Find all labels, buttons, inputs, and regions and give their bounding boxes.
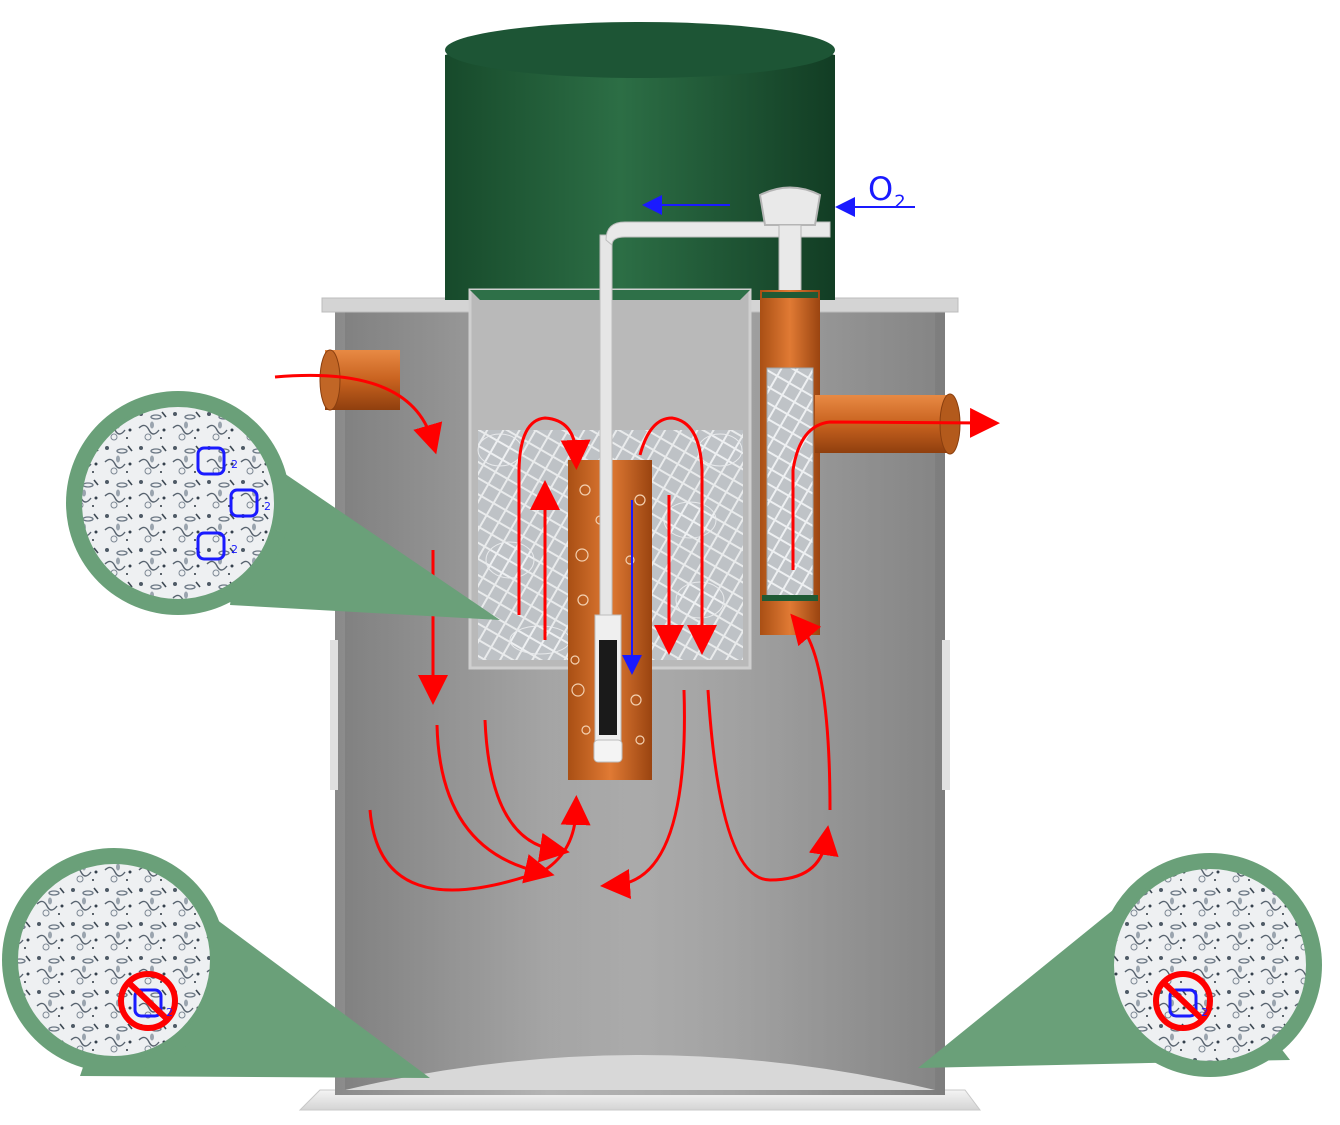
micro-o2-sub: 2	[231, 543, 238, 556]
filter-band-bottom	[762, 595, 818, 601]
flow-arrow-icon	[706, 689, 839, 882]
tank-floor	[345, 1055, 935, 1090]
tank-left-rib	[330, 640, 338, 790]
flow-arrow-icon	[274, 373, 443, 455]
tank-lid-top	[445, 22, 835, 78]
flow-arrow-icon	[517, 416, 591, 615]
flow-arrow-icon	[791, 407, 1000, 570]
micro-o2-sub: 2	[231, 458, 238, 471]
flow-arrows	[274, 373, 1000, 899]
pump-handle	[758, 186, 822, 226]
oxygen-flow	[622, 195, 915, 675]
oxygen-subscript: 2	[894, 191, 907, 213]
filter-band-top	[762, 292, 818, 298]
flow-arrow-icon	[638, 416, 717, 655]
micro-o2-label: 2	[264, 500, 271, 513]
aerobic-callout	[66, 391, 500, 620]
flow-arrow-icon	[600, 689, 686, 899]
air-diffuser	[599, 640, 617, 735]
anaerobic-callout-right	[918, 853, 1322, 1077]
oxygen-symbol: O	[868, 170, 895, 208]
flow-arrow-icon	[435, 724, 555, 884]
oxygen-inlet-label: O2	[868, 170, 907, 212]
outlet-mesh-filter	[766, 367, 814, 599]
flow-arrow-icon	[790, 613, 832, 811]
handle-shaft	[778, 224, 802, 296]
micro-o2-label: 2	[166, 1006, 173, 1019]
no-oxygen-icon	[1153, 971, 1213, 1031]
o2-square-icon	[229, 488, 259, 518]
o2-square-icon	[196, 446, 226, 476]
flow-arrow-icon	[483, 719, 570, 863]
anaerobic-callout-left	[2, 848, 430, 1078]
air-supply-pipe	[605, 221, 831, 247]
micro-o2-sub: 2	[1201, 1006, 1208, 1019]
tank-right-rib	[942, 640, 950, 790]
micro-o2-label: 2	[1201, 1006, 1208, 1019]
micro-o2-sub: 2	[166, 1006, 173, 1019]
o2-square-icon	[196, 531, 226, 561]
micro-o2-sub: 2	[264, 500, 271, 513]
micro-o2-label: 2	[231, 458, 238, 471]
no-oxygen-icon	[118, 971, 178, 1031]
diffuser-cap	[593, 739, 623, 763]
micro-o2-label: 2	[231, 543, 238, 556]
airlift-pipe	[599, 234, 613, 621]
inlet-pipe-end	[319, 349, 341, 411]
